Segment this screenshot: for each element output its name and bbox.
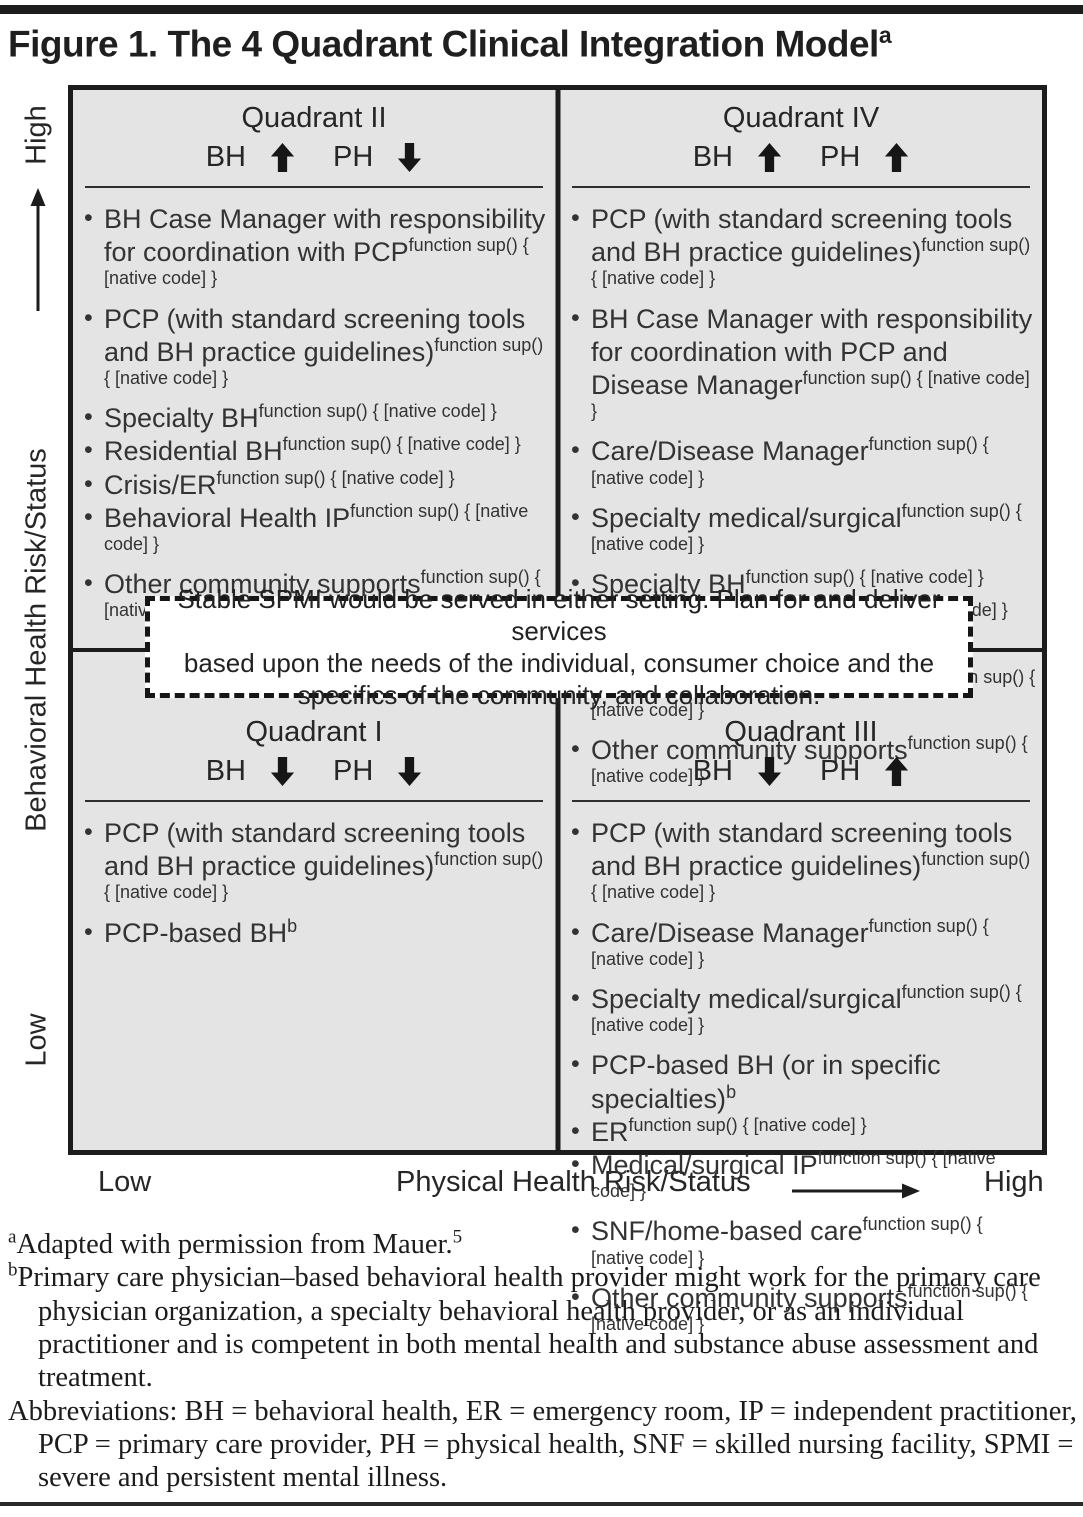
quadrant-2: Quadrant II BH PH BH Case Manager with r… — [73, 90, 555, 646]
quadrant-service-item: Other community supportsfunction sup() {… — [73, 568, 549, 634]
ph-label: PH — [820, 755, 861, 787]
quadrant-model-box: Quadrant II BH PH BH Case Manager with r… — [68, 85, 1047, 1333]
quadrant-service-item: Care/Disease Managerfunction sup() { [na… — [560, 917, 1036, 983]
quadrant-2-header-rule — [85, 186, 543, 188]
ph-label: PH — [333, 755, 374, 787]
top-rule — [0, 5, 1083, 14]
down-arrow-icon — [757, 757, 782, 786]
quadrant-service-item: PCP-based BHb — [73, 917, 549, 950]
quadrant-service-item: Specialty BHfunction sup() { [native cod… — [73, 402, 549, 435]
ph-label: PH — [820, 141, 861, 173]
quadrant-4: Quadrant IV BH PH PCP (with standard scr… — [560, 90, 1042, 785]
quadrant-service-item: SNF/home-based carefunction sup() { [nat… — [560, 1215, 1036, 1281]
footnote-a: aAdapted with permission from Mauer.5 — [8, 1228, 1078, 1261]
quadrant-service-item: ERfunction sup() { [native code] } — [560, 1116, 1036, 1149]
quadrant-3: Quadrant III BH PH PCP (with standard sc… — [560, 652, 1042, 1333]
y-axis-low-label: Low — [20, 1013, 53, 1067]
bh-label: BH — [692, 141, 733, 173]
abbreviations-note: Abbreviations: BH = behavioral health, E… — [8, 1395, 1077, 1494]
quadrant-service-item: PCP (with standard screening tools and B… — [73, 817, 549, 917]
x-axis-low-label: Low — [98, 1166, 152, 1198]
quadrant-service-item: PCP (with standard screening tools and B… — [73, 303, 549, 403]
quadrant-1-header-rule — [85, 800, 543, 802]
quadrant-3-title: Quadrant III — [724, 716, 878, 748]
quadrant-service-item: PCP (with standard screening tools and B… — [560, 817, 1036, 917]
footnote-a-text: Adapted with permission from Mauer. — [16, 1229, 453, 1260]
bh-label: BH — [692, 755, 733, 787]
quadrant-service-item: Care/Disease Managerfunction sup() { [na… — [560, 435, 1036, 501]
y-axis-title: Behavioral Health Risk/Status — [20, 448, 53, 832]
quadrant-2-title: Quadrant II — [241, 102, 387, 134]
quadrant-3-indicators: BH PH — [560, 755, 1042, 788]
quadrant-service-item: Specialty medical/surgicalfunction sup()… — [560, 983, 1036, 1049]
quadrant-2-indicators: BH PH — [73, 141, 555, 174]
quadrant-1: Quadrant I BH PH PCP (with standard scre… — [73, 652, 555, 1150]
down-arrow-icon — [398, 757, 422, 786]
up-arrow-icon — [885, 757, 909, 786]
up-arrow-icon — [885, 143, 909, 172]
quadrant-service-item: Specialty medical/surgicalfunction sup()… — [560, 502, 1036, 568]
quadrant-service-item: Crisis/ERfunction sup() { [native code] … — [73, 469, 549, 502]
quadrant-service-item: Medical/surgical IPfunction sup() { [nat… — [560, 1149, 1036, 1215]
center-note-line: Stable SPMI would be served in either se… — [177, 583, 941, 646]
down-arrow-icon — [398, 143, 422, 172]
up-arrow-icon — [757, 143, 782, 172]
quadrant-3-service-list: PCP (with standard screening tools and B… — [560, 817, 1042, 1348]
y-axis-high-label: High — [20, 105, 53, 165]
center-note-box: Stable SPMI would be served in either se… — [145, 584, 973, 710]
footnote-a-marker: a — [8, 1226, 17, 1248]
quadrant-4-header-rule — [572, 186, 1030, 188]
down-arrow-icon — [270, 757, 295, 786]
quadrant-service-item: BH Case Manager with responsibility for … — [73, 203, 549, 303]
bh-label: BH — [205, 141, 246, 173]
quadrant-service-item: Specialty BHfunction sup() { [native cod… — [560, 568, 1036, 601]
up-arrow-icon — [270, 143, 295, 172]
quadrant-1-indicators: BH PH — [73, 755, 555, 788]
figure-title-text: Figure 1. The 4 Quadrant Clinical Integr… — [8, 23, 879, 65]
figure-title-superscript: a — [878, 22, 892, 48]
quadrant-1-service-list: PCP (with standard screening tools and B… — [73, 817, 555, 950]
quadrant-service-item: Other community supportsfunction sup() {… — [560, 734, 1036, 800]
footnote-a-reference: 5 — [452, 1226, 463, 1248]
center-note-line: based upon the needs of the individual, … — [183, 648, 935, 678]
y-axis: High Behavioral Health Risk/Status Low — [0, 85, 68, 1155]
bottom-rule — [0, 1502, 1083, 1506]
quadrant-service-item: PCP-based BH (or in specific specialties… — [560, 1049, 1036, 1115]
figure-title: Figure 1. The 4 Quadrant Clinical Integr… — [8, 22, 892, 65]
quadrant-service-item: Other community supportsfunction sup() {… — [560, 1282, 1036, 1348]
quadrant-service-item: PCP (with standard screening tools and B… — [560, 203, 1036, 303]
quadrant-3-header-rule — [572, 800, 1030, 802]
footnote-b-marker: b — [8, 1259, 18, 1281]
quadrant-service-item: Behavioral Health IPfunction sup() { [na… — [73, 502, 549, 568]
bh-label: BH — [205, 755, 246, 787]
y-axis-arrow-icon — [30, 188, 46, 319]
quadrant-service-item: Residential BHfunction sup() { [native c… — [73, 435, 549, 468]
center-note-line: specifics of the community, and collabor… — [297, 680, 821, 711]
quadrant-service-item: BH Case Manager with responsibility for … — [560, 303, 1036, 436]
quadrant-4-indicators: BH PH — [560, 141, 1042, 174]
quadrant-1-title: Quadrant I — [245, 716, 383, 748]
quadrant-4-title: Quadrant IV — [722, 102, 880, 134]
quadrant-2-service-list: BH Case Manager with responsibility for … — [73, 203, 555, 635]
ph-label: PH — [333, 141, 374, 173]
